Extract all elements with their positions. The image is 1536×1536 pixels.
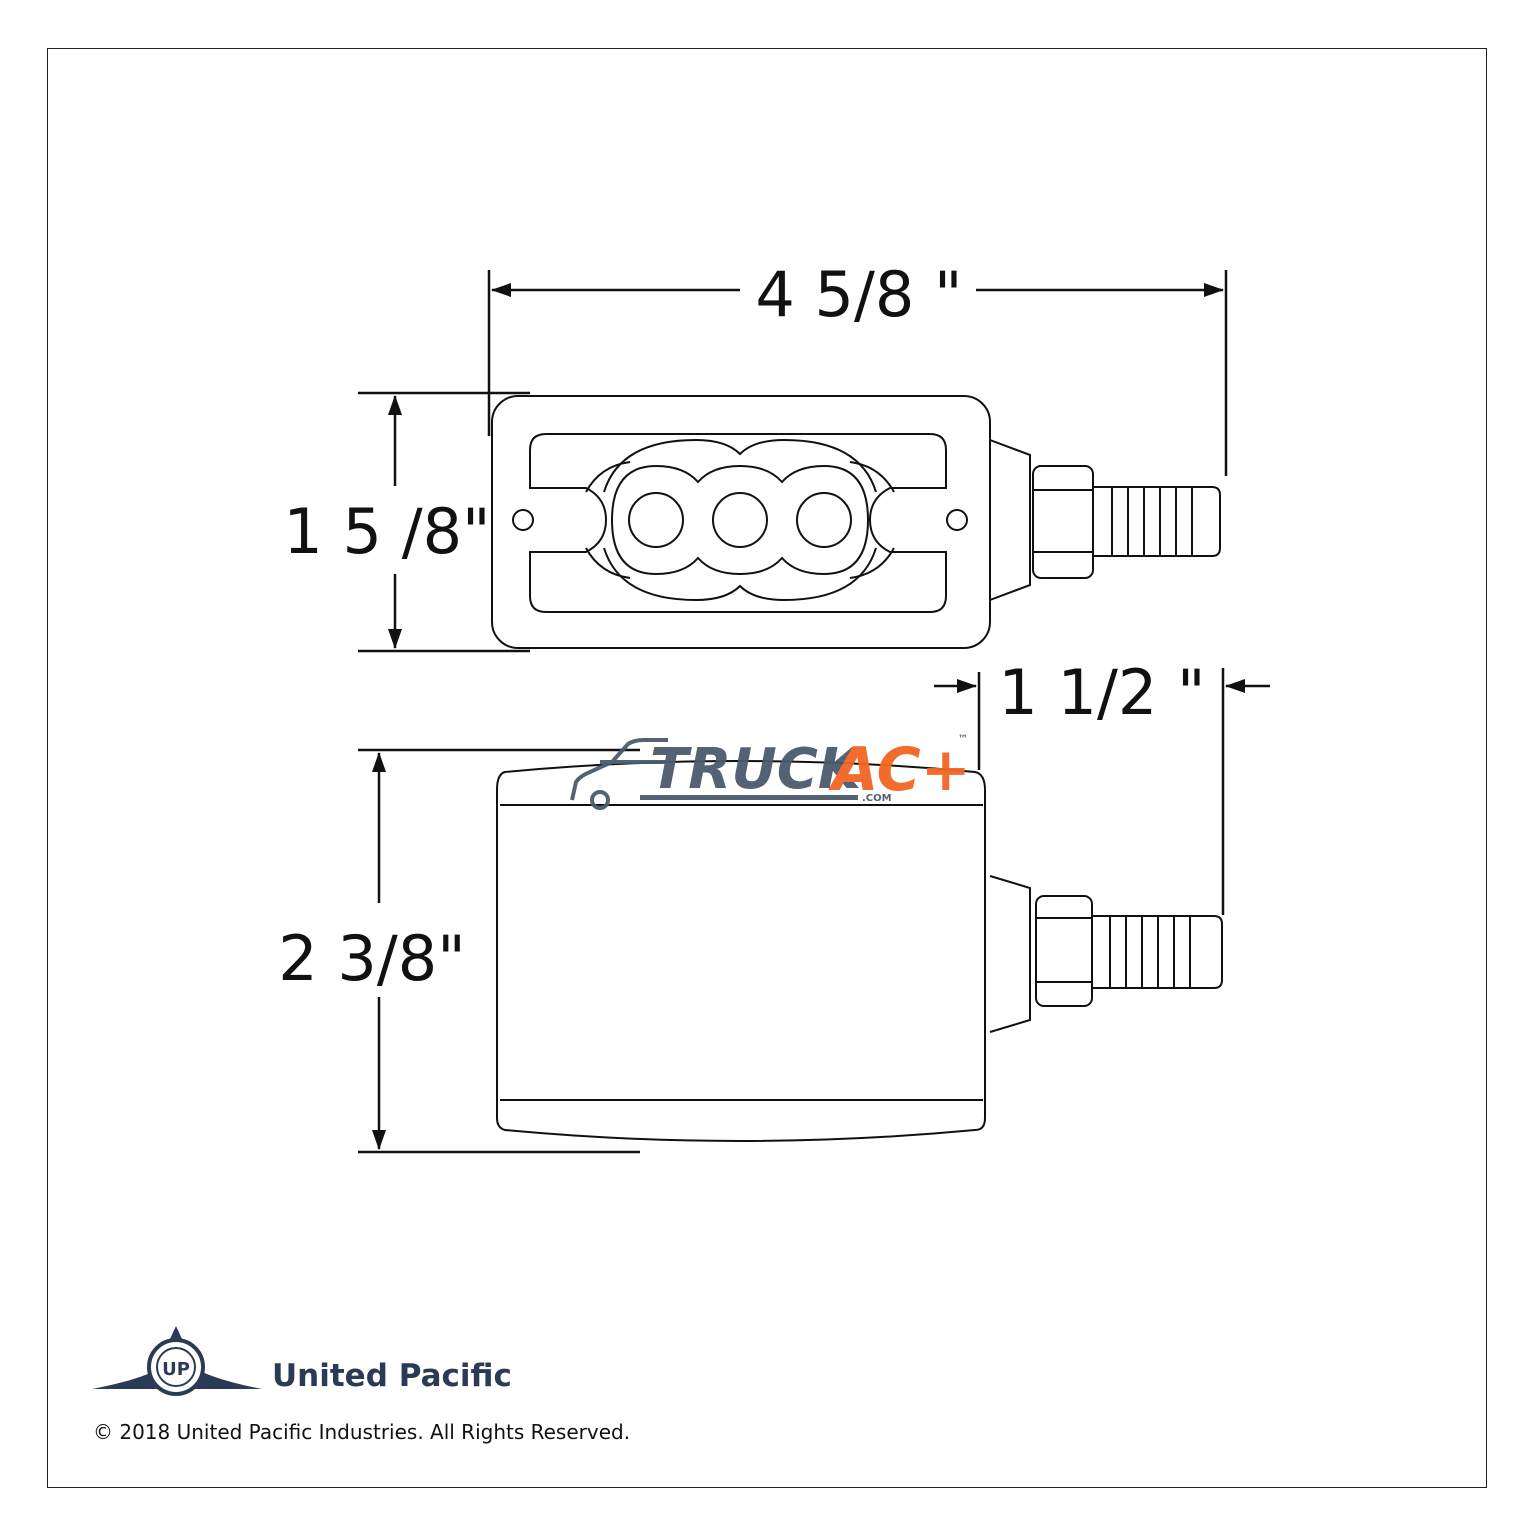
side-housing-outline <box>496 760 986 1142</box>
dimension-depth-label: 2 3/8" <box>278 922 465 995</box>
watermark-underline <box>640 795 858 800</box>
watermark-tm-text: ™ <box>958 734 968 745</box>
watermark-logo: TRUCK AC+ .COM ™ <box>570 734 971 810</box>
watermark-truck-text: TRUCK <box>650 737 865 802</box>
truck-silhouette-icon <box>570 738 670 810</box>
lens-outer-right-bottom <box>849 547 895 579</box>
lens-lobes-bottom <box>603 547 877 602</box>
logo-letters: UP <box>162 1359 190 1380</box>
diagram-frame <box>47 48 1487 1488</box>
top-stud-threads <box>1111 487 1193 556</box>
side-stud-threads <box>1109 916 1191 988</box>
dimension-depth <box>358 748 640 1154</box>
watermark-com-text: .COM <box>862 793 892 804</box>
lens-outer-left-bottom <box>585 547 631 579</box>
copyright-text: © 2018 United Pacific Industries. All Ri… <box>93 1420 631 1444</box>
dimension-height <box>358 391 530 653</box>
lens-inner-lobes <box>610 464 870 576</box>
brand-name: United Pacific <box>272 1358 512 1394</box>
side-neck <box>989 875 1031 1033</box>
side-view <box>496 760 1223 1142</box>
led-3 <box>796 492 852 548</box>
led-1 <box>628 492 684 548</box>
top-stud <box>1093 486 1221 557</box>
mount-hole-right <box>946 509 968 531</box>
dimension-width <box>487 270 1228 476</box>
side-stud <box>1092 915 1223 989</box>
dimension-width-label: 4 5/8 " <box>755 258 962 331</box>
top-view <box>491 395 1221 649</box>
dimension-height-label: 1 5 /8" <box>283 495 490 568</box>
side-nut <box>1035 895 1093 1007</box>
lens-outer-right-top <box>849 461 895 493</box>
lens-outer-left-top <box>585 461 631 493</box>
top-inner-frame <box>529 433 947 613</box>
top-housing-outline <box>491 395 991 649</box>
watermark-ac-text: AC+ <box>828 735 971 805</box>
led-2 <box>712 492 768 548</box>
dimension-stud <box>934 668 1270 915</box>
dimension-stud-label: 1 1/2 " <box>998 656 1205 729</box>
mount-hole-left <box>512 509 534 531</box>
united-pacific-logo-icon: UP <box>92 1326 262 1396</box>
top-nut <box>1032 465 1094 579</box>
lens-lobes-top <box>603 438 877 493</box>
top-neck <box>989 439 1031 601</box>
